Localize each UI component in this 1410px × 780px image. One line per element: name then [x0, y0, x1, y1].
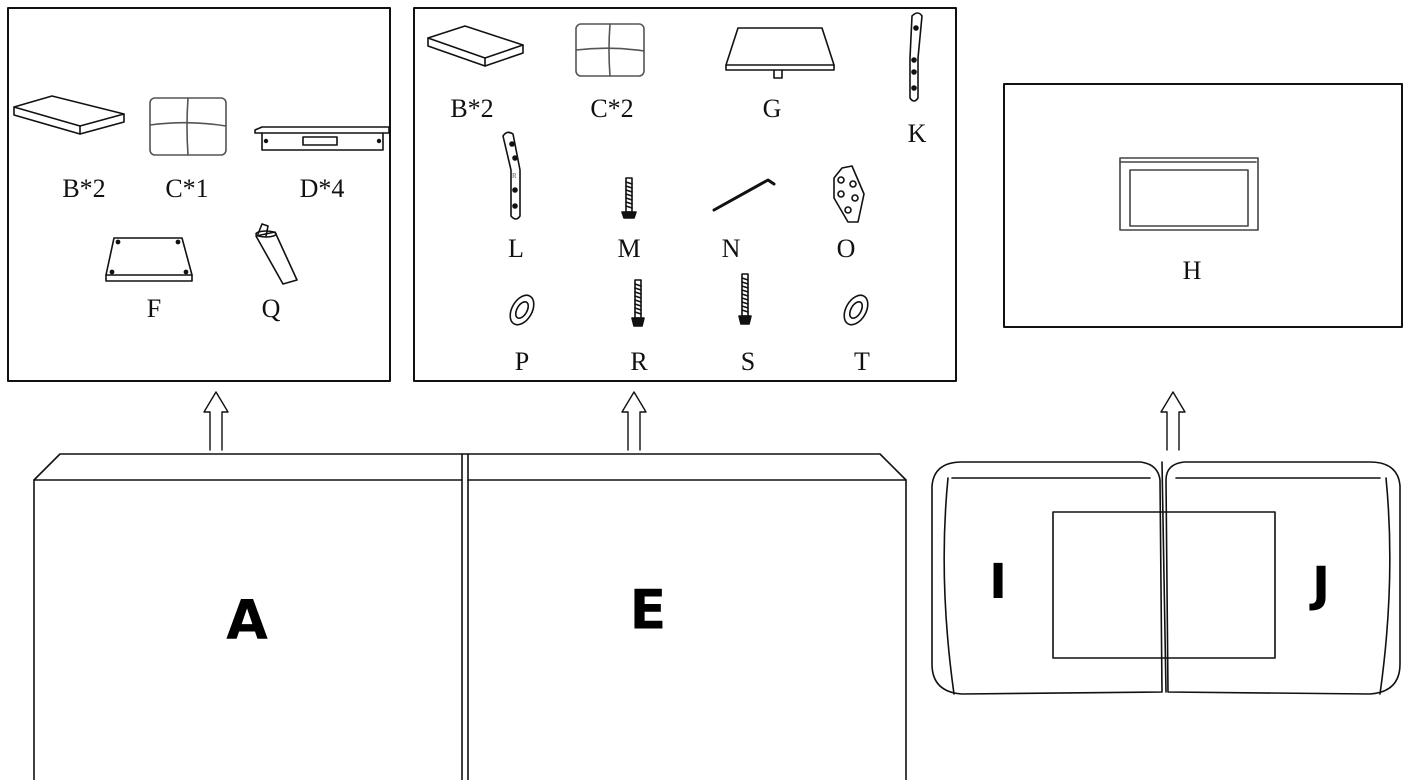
tray-g-icon [725, 27, 835, 79]
part-label: S [740, 347, 756, 376]
box-a-e-outline [33, 453, 907, 780]
ottoman-j-label: J [1312, 557, 1330, 613]
allen-key-n-icon [712, 178, 776, 212]
arrow-up-icon [621, 391, 647, 451]
seat-panel-c-icon [575, 23, 645, 77]
parts-panel-3 [1003, 83, 1403, 328]
part-label: O [836, 234, 856, 263]
bolt-r-icon [631, 279, 645, 327]
part-label: R [630, 347, 648, 376]
part-label: N [721, 234, 741, 263]
part-label: Q [261, 294, 281, 323]
cushion-b-icon [13, 95, 125, 135]
ottoman-outline [931, 461, 1401, 695]
corner-plate-o-icon [833, 165, 865, 223]
board-f-icon [105, 237, 193, 282]
bracket-mark: R [512, 172, 517, 180]
part-label: L [508, 234, 524, 263]
part-label: H [1182, 256, 1202, 285]
parts-panel-1 [7, 7, 391, 382]
cushion-b-icon [427, 25, 524, 67]
rail-d-icon [254, 126, 390, 151]
part-label: D*4 [299, 174, 345, 203]
part-label: B*2 [450, 94, 494, 123]
part-label: P [514, 347, 530, 376]
part-label: K [907, 119, 927, 148]
arrow-up-icon [203, 391, 229, 451]
bracket-l-icon [502, 131, 521, 220]
box-a-label: A [226, 588, 268, 652]
storage-box-h-icon [1119, 157, 1259, 231]
part-label: C*1 [165, 174, 209, 203]
bolt-m-icon [621, 177, 637, 219]
part-label: B*2 [62, 174, 106, 203]
leg-q-icon [255, 223, 298, 285]
washer-p-icon [509, 294, 535, 326]
part-label: G [762, 94, 782, 123]
bolt-s-icon [738, 273, 752, 325]
part-label: F [146, 294, 162, 323]
part-label: M [617, 234, 641, 263]
box-e-label: E [629, 578, 667, 642]
parts-panel-2 [413, 7, 957, 382]
bracket-k-icon [909, 12, 923, 102]
arrow-up-icon [1160, 391, 1186, 451]
seat-panel-c-icon [149, 97, 227, 156]
part-label: C*2 [590, 94, 634, 123]
ottoman-i-label: I [989, 554, 1007, 610]
washer-t-icon [843, 294, 869, 326]
part-label: T [854, 347, 870, 376]
